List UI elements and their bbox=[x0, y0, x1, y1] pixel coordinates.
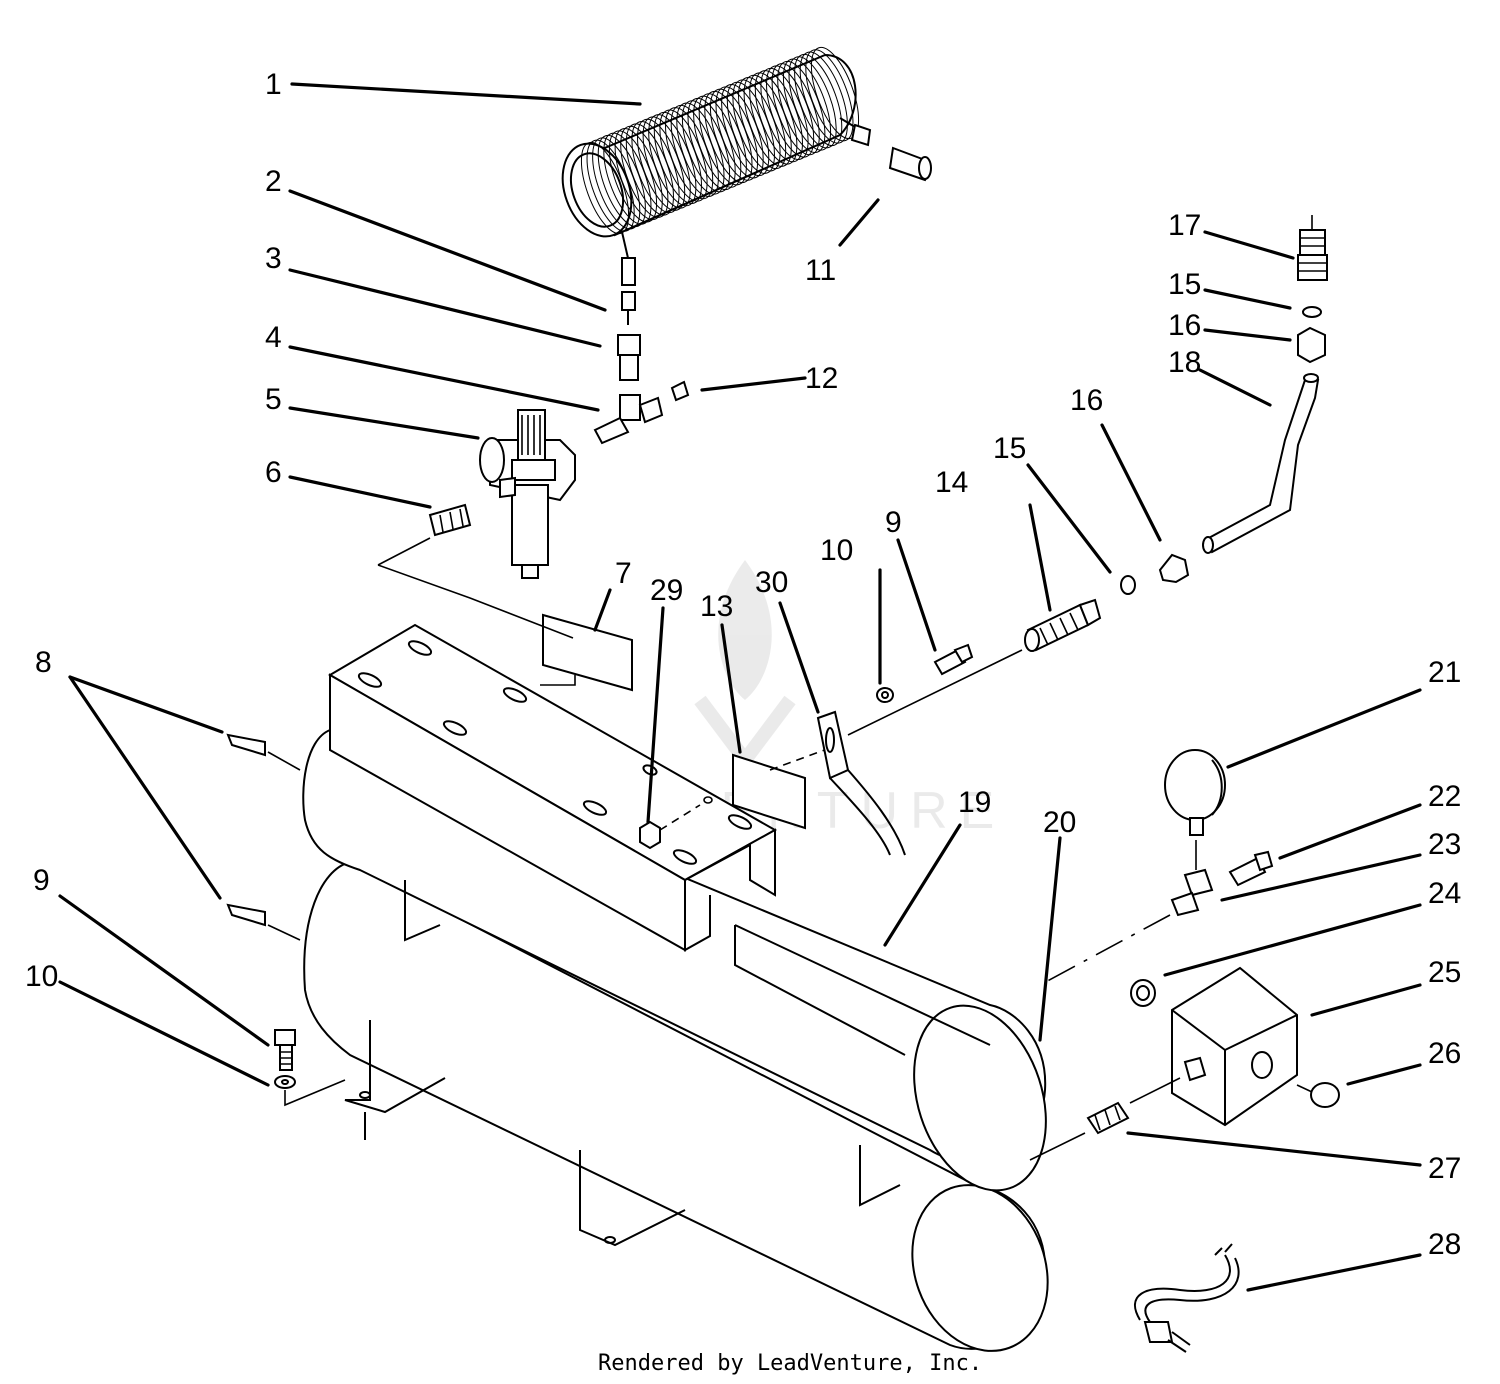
callout-8: 8 bbox=[35, 646, 52, 679]
tube-18 bbox=[1202, 373, 1320, 554]
upper-tank-feet bbox=[404, 880, 901, 1207]
bolt-9-bottom bbox=[274, 1029, 296, 1071]
callout-26: 26 bbox=[1428, 1037, 1461, 1070]
decal-13 bbox=[659, 747, 831, 831]
bushing-24 bbox=[1130, 979, 1156, 1007]
ferrule-15 bbox=[1120, 575, 1136, 595]
callout-11: 11 bbox=[805, 254, 836, 287]
lower-tank bbox=[303, 860, 1049, 1352]
hose-coil-ring bbox=[788, 56, 837, 149]
hose-coil-ring bbox=[794, 53, 843, 147]
callout-19: 19 bbox=[958, 786, 991, 819]
hose-coil-ring bbox=[782, 58, 832, 151]
nut-16 bbox=[1158, 553, 1190, 584]
mounting-bracket bbox=[328, 623, 778, 952]
callout-labels: 1 2 3 4 5 6 7 8 9 10 11 12 13 14 15 16 1… bbox=[25, 68, 1461, 1261]
callout-27: 27 bbox=[1428, 1152, 1461, 1185]
washer-10-bottom bbox=[274, 1075, 346, 1107]
fitting-8b bbox=[226, 903, 301, 941]
callout-14: 14 bbox=[935, 466, 968, 499]
nipple-14 bbox=[1024, 598, 1102, 652]
hose-end-fitting-11 bbox=[850, 123, 932, 182]
tee-fitting-23 bbox=[1039, 868, 1214, 986]
plug-26 bbox=[1296, 1082, 1340, 1108]
callout-16-upper: 16 bbox=[1168, 309, 1201, 342]
fitting-17 bbox=[1297, 215, 1328, 281]
coiled-hose bbox=[561, 46, 861, 259]
callout-20: 20 bbox=[1043, 806, 1076, 839]
callout-16: 16 bbox=[1070, 384, 1103, 417]
callout-22: 22 bbox=[1428, 780, 1461, 813]
nut-16-top bbox=[1297, 326, 1326, 364]
nut-29 bbox=[639, 820, 661, 850]
fitting-6 bbox=[377, 503, 574, 639]
callout-1: 1 bbox=[265, 68, 282, 101]
callout-15-upper: 15 bbox=[1168, 268, 1201, 301]
footer-credit: Rendered by LeadVenture, Inc. bbox=[598, 1351, 982, 1376]
callout-29: 29 bbox=[650, 574, 683, 607]
callout-23: 23 bbox=[1428, 828, 1461, 861]
callout-7: 7 bbox=[615, 557, 632, 590]
decal-7 bbox=[540, 613, 633, 692]
fitting-8a bbox=[226, 733, 301, 771]
callout-15: 15 bbox=[993, 432, 1026, 465]
callout-24: 24 bbox=[1428, 877, 1461, 910]
callout-6: 6 bbox=[265, 456, 282, 489]
pressure-gauge bbox=[1164, 749, 1226, 870]
hose-coil-ring bbox=[799, 51, 848, 144]
bolt-9-top bbox=[933, 643, 974, 676]
hose-coil-ring bbox=[805, 49, 854, 142]
callout-3: 3 bbox=[265, 242, 282, 275]
callout-13: 13 bbox=[700, 590, 733, 623]
callout-9: 9 bbox=[885, 506, 902, 539]
callout-12: 12 bbox=[805, 362, 838, 395]
callout-4: 4 bbox=[265, 321, 282, 354]
lower-tank-feet bbox=[344, 1020, 686, 1247]
callout-28: 28 bbox=[1428, 1228, 1461, 1261]
callout-21: 21 bbox=[1428, 656, 1461, 689]
callout-9-lower: 9 bbox=[33, 864, 50, 897]
coupler-stack bbox=[593, 257, 690, 445]
callout-17: 17 bbox=[1168, 209, 1201, 242]
power-cord bbox=[1134, 1243, 1240, 1353]
washer-10-top bbox=[876, 687, 894, 703]
callout-10: 10 bbox=[820, 534, 853, 567]
filter-regulator bbox=[479, 409, 576, 579]
callout-10-lower: 10 bbox=[25, 960, 58, 993]
callout-30: 30 bbox=[755, 566, 788, 599]
callout-18: 18 bbox=[1168, 346, 1201, 379]
callout-25: 25 bbox=[1428, 956, 1461, 989]
callout-5: 5 bbox=[265, 383, 282, 416]
ferrule-15-top bbox=[1302, 306, 1322, 318]
fitting-27 bbox=[1029, 1077, 1181, 1161]
callout-2: 2 bbox=[265, 165, 282, 198]
handle-bracket bbox=[816, 649, 1023, 856]
leader-lines bbox=[58, 82, 1422, 1292]
fitting-22 bbox=[1228, 850, 1274, 887]
pressure-switch-box bbox=[1171, 966, 1298, 1127]
